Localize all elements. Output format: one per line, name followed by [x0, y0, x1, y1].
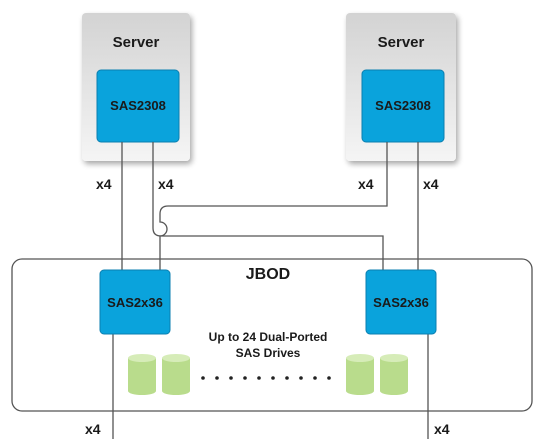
wire-s1-right	[152, 142, 384, 272]
server-1: Server SAS2308	[82, 13, 190, 161]
bottom-left-link-label: x4	[85, 421, 101, 437]
expander-right-chip	[365, 269, 437, 335]
expander-left-chip	[99, 269, 171, 335]
drive-icon	[162, 354, 190, 395]
server-2-chip-label: SAS2308	[375, 98, 431, 113]
server-2-chip	[361, 69, 445, 143]
expander-right-label: SAS2x36	[373, 295, 429, 310]
server-1-right-link-label: x4	[158, 176, 174, 192]
server-1-chip-label: SAS2308	[110, 98, 166, 113]
server-2-left-link-label: x4	[358, 176, 374, 192]
drive-group-right	[346, 354, 408, 395]
jbod-box	[11, 258, 533, 412]
server-2: Server SAS2308	[346, 13, 456, 161]
drive-group-left	[128, 354, 190, 395]
drives-ellipsis	[201, 376, 331, 380]
drives-caption-line2: SAS Drives	[236, 346, 301, 360]
drives-caption-line1: Up to 24 Dual-Ported	[209, 330, 328, 344]
drive-icon	[128, 354, 156, 395]
expander-left: SAS2x36	[99, 269, 171, 335]
server-1-label: Server	[113, 34, 160, 51]
server-2-label: Server	[378, 34, 425, 51]
jbod-enclosure: JBOD	[11, 258, 533, 412]
bottom-right-link-label: x4	[434, 421, 450, 437]
server-1-left-link-label: x4	[96, 176, 112, 192]
expander-right: SAS2x36	[365, 269, 437, 335]
expander-left-label: SAS2x36	[107, 295, 163, 310]
server-2-right-link-label: x4	[423, 176, 439, 192]
drive-icon	[380, 354, 408, 395]
drive-icon	[346, 354, 374, 395]
sas-cabling	[112, 142, 429, 439]
wire-s2-left	[159, 142, 388, 272]
server-1-chip	[96, 69, 180, 143]
jbod-label: JBOD	[246, 266, 290, 283]
